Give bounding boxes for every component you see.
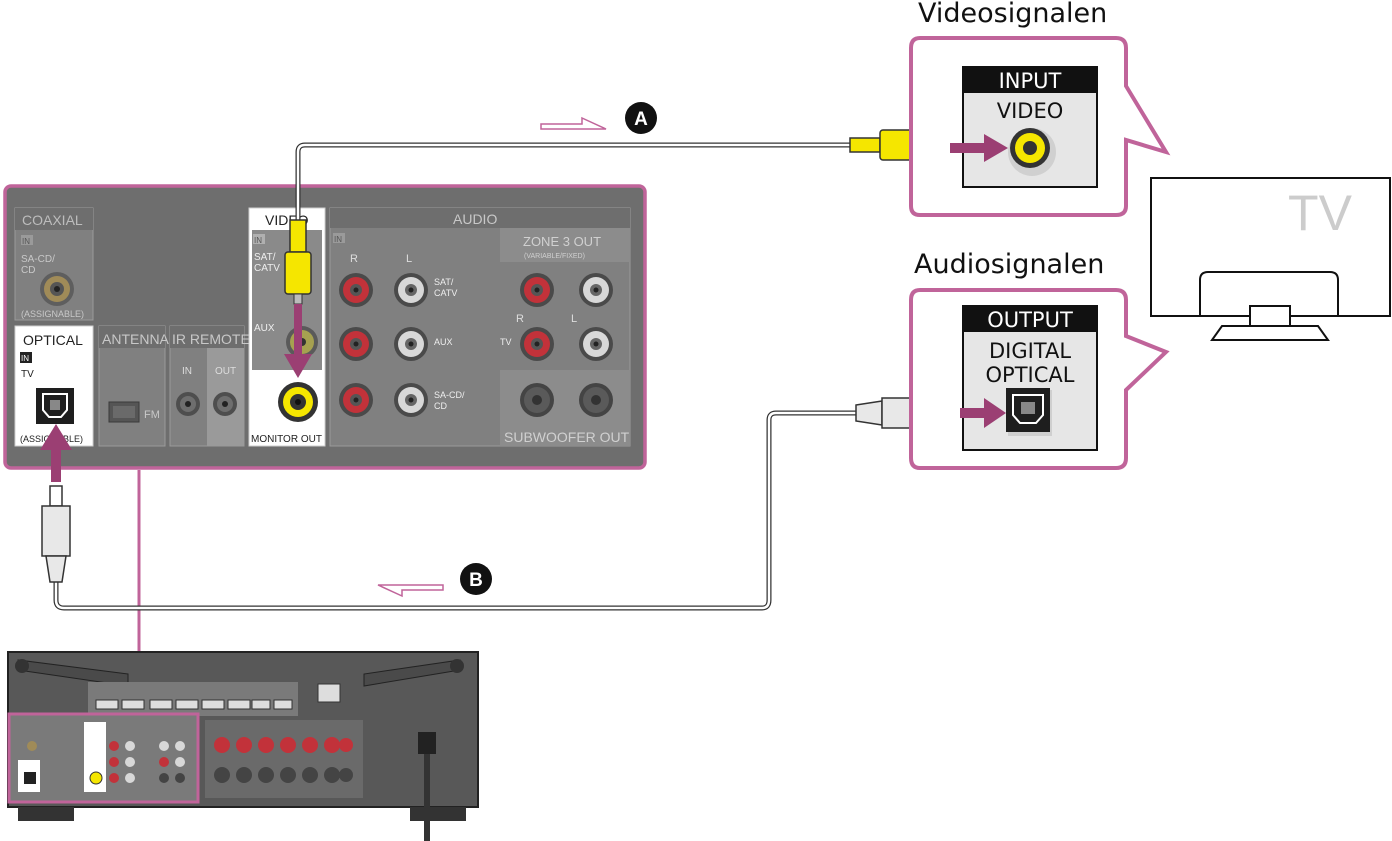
tv: TV bbox=[1150, 177, 1391, 341]
video-aux-label: AUX bbox=[254, 323, 275, 334]
coaxial-title: COAXIAL bbox=[22, 212, 83, 228]
tv-audio-output-callout: OUTPUT DIGITAL OPTICAL bbox=[909, 288, 1170, 470]
audio-output-header: OUTPUT bbox=[987, 308, 1073, 332]
optical-title: OPTICAL bbox=[23, 332, 83, 348]
optical-in-tag: IN bbox=[21, 354, 29, 363]
audio-r-label: R bbox=[350, 253, 358, 265]
audio-l-label: L bbox=[406, 253, 412, 265]
cable-a: A bbox=[284, 102, 939, 305]
audio-section: AUDIO IN R L ZONE 3 OUT (VARIABLE/FIXED)… bbox=[329, 207, 631, 447]
audio-signals-heading: Audiosignalen bbox=[914, 249, 1105, 280]
ir-in-label: IN bbox=[182, 366, 192, 377]
ir-remote-section: IR REMOTE IN OUT bbox=[169, 325, 250, 447]
audio-sacd-line1: SA-CD/ bbox=[434, 390, 465, 400]
video-sat-line1: SAT/ bbox=[254, 252, 276, 263]
cable-b-direction-arrow bbox=[377, 584, 444, 598]
antenna-fm-label: FM bbox=[144, 409, 160, 421]
video-in-tag: IN bbox=[254, 236, 262, 245]
ir-out-label: OUT bbox=[215, 366, 236, 377]
subwoofer-jacks bbox=[520, 383, 613, 417]
audio-r-jacks bbox=[339, 273, 554, 417]
audio-sat-line2: CATV bbox=[434, 288, 457, 298]
cable-b-marker bbox=[460, 563, 492, 595]
monitor-out-label: MONITOR OUT bbox=[251, 434, 322, 445]
antenna-section: ANTENNA FM bbox=[98, 325, 170, 447]
antenna-title: ANTENNA bbox=[102, 331, 170, 347]
zone-tv-label: TV bbox=[500, 337, 512, 347]
optical-section: OPTICAL IN TV (ASSIGNABLE) bbox=[14, 325, 94, 447]
monitor-out-arrow bbox=[284, 304, 312, 378]
zone-l-label: L bbox=[571, 313, 577, 325]
optical-tv-label: TV bbox=[21, 369, 34, 380]
subwoofer-label: SUBWOOFER OUT bbox=[504, 429, 630, 445]
optical-in-arrow bbox=[40, 424, 72, 482]
video-sat-line2: CATV bbox=[254, 263, 280, 274]
coaxial-section: COAXIAL IN SA-CD/ CD (ASSIGNABLE) bbox=[14, 207, 94, 321]
video-signals-heading: Videosignalen bbox=[918, 0, 1108, 29]
video-input-label: VIDEO bbox=[997, 99, 1064, 123]
cable-a-direction-arrow bbox=[540, 116, 607, 130]
audio-sacd-line2: CD bbox=[434, 401, 447, 411]
tv-video-input-callout: INPUT VIDEO bbox=[909, 36, 1171, 217]
video-input-header: INPUT bbox=[999, 69, 1062, 93]
cable-a-marker bbox=[625, 102, 657, 134]
audio-sat-line1: SAT/ bbox=[434, 277, 454, 287]
coaxial-sacd-line1: SA-CD/ bbox=[21, 254, 55, 265]
coaxial-in-tag: IN bbox=[22, 237, 30, 246]
zone3-sub: (VARIABLE/FIXED) bbox=[524, 253, 585, 260]
coaxial-assignable: (ASSIGNABLE) bbox=[21, 309, 84, 319]
cable-b: B bbox=[41, 397, 953, 611]
receiver-rear-panel: COAXIAL IN SA-CD/ CD (ASSIGNABLE) OPTICA… bbox=[3, 184, 647, 470]
zone3-title: ZONE 3 OUT bbox=[523, 234, 601, 249]
audio-output-line1: DIGITAL bbox=[989, 339, 1071, 363]
zone-r-label: R bbox=[516, 313, 524, 325]
cable-b-marker-label: B bbox=[469, 570, 483, 591]
cable-a-marker-label: A bbox=[634, 109, 648, 130]
audio-output-line2: OPTICAL bbox=[986, 363, 1075, 387]
audio-in-tag: IN bbox=[334, 235, 342, 244]
coaxial-sacd-line2: CD bbox=[21, 265, 35, 276]
audio-title: AUDIO bbox=[453, 211, 497, 227]
audio-aux-label: AUX bbox=[434, 337, 453, 347]
video-section: VIDEO IN SAT/ CATV AUX MONITOR OUT bbox=[248, 207, 326, 447]
ir-remote-title: IR REMOTE bbox=[172, 331, 250, 347]
receiver-overview bbox=[7, 651, 479, 841]
tv-label: TV bbox=[1288, 185, 1353, 241]
audio-l-jacks bbox=[394, 273, 613, 417]
